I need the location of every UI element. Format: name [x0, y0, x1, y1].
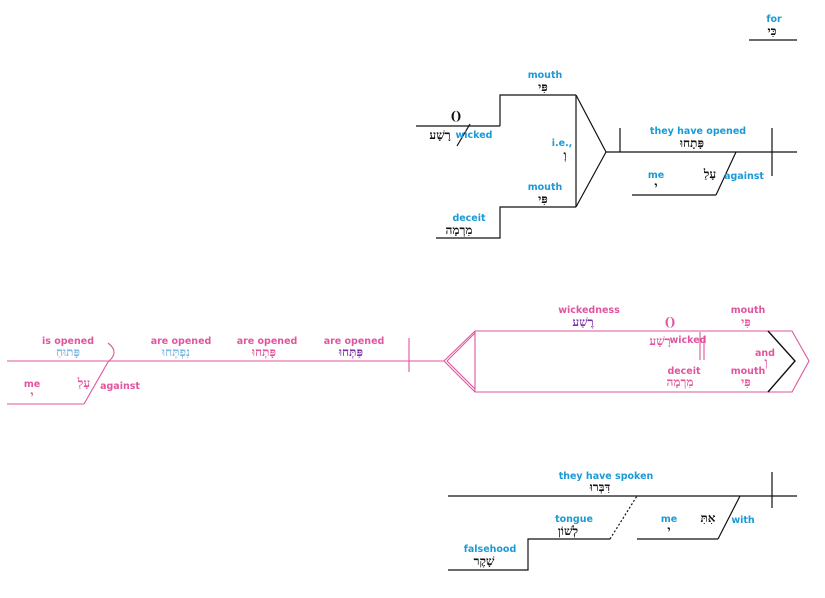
mouth1-gloss-mid: mouth	[731, 305, 766, 316]
subject-frame-outer	[443, 330, 810, 393]
wicked-slant	[456, 123, 471, 147]
mouth1-hebrew: פִּי	[538, 80, 548, 94]
deceit-gloss: deceit	[452, 213, 486, 224]
isopened-gloss: is opened	[42, 336, 94, 347]
ie-hebrew: וְ	[563, 148, 566, 162]
paren-mid: ()	[664, 315, 675, 329]
me-hebrew-mid: י	[30, 388, 33, 402]
wicked-hebrew-mid: רָשָׁע	[649, 334, 671, 348]
areopened3-hebrew: פַּתְּחוּ	[338, 345, 363, 359]
converge-upper	[575, 94, 607, 153]
areopened3-gloss: are opened	[324, 336, 385, 347]
areopened2-hebrew: פָּתְחוּ	[251, 345, 276, 359]
against-gloss-mid: against	[100, 381, 140, 392]
wicked-paren: ()	[450, 109, 461, 123]
top-diagram	[416, 39, 797, 239]
mouth1-hebrew-mid: פִּי	[741, 315, 751, 329]
is-opened-hook	[107, 342, 115, 363]
areopened1-gloss: are opened	[151, 336, 212, 347]
against-hebrew: עָלַ	[703, 167, 717, 181]
with-slant	[717, 495, 741, 540]
mouth2-gloss: mouth	[528, 182, 563, 193]
me-hebrew-bottom: י	[667, 523, 670, 537]
with-gloss: with	[731, 515, 755, 526]
falsehood-hebrew: שָׁקֶר	[474, 554, 495, 568]
converge-lower	[575, 151, 607, 208]
deceit-gloss-mid: deceit	[667, 366, 701, 377]
dotted-connector	[609, 495, 638, 540]
isopened-hebrew: פָּתוּחַ	[56, 345, 80, 359]
with-hebrew: אִתִּ	[700, 511, 715, 525]
mouth2-hebrew-mid: פִּי	[741, 375, 751, 389]
mouth1-gloss: mouth	[528, 70, 563, 81]
middle-text: is opened פָּתוּחַ me י עָלַ against are…	[24, 305, 775, 402]
deceit-hebrew-mid: מִרְמָה	[666, 375, 693, 389]
middle-diagram	[7, 330, 810, 405]
wicked-gloss-mid: wicked	[670, 335, 707, 346]
mouth2-deceit-line	[436, 206, 576, 239]
tongue-falsehood-line	[448, 538, 610, 571]
frame-arrow-upper	[446, 332, 476, 362]
wicked-gloss: wicked	[456, 130, 493, 141]
bottom-diagram	[448, 472, 797, 571]
areopened1-hebrew: נִפְתְּחוּ	[161, 345, 190, 359]
frame-arrow-lower	[446, 360, 476, 390]
top-text: for כִּי mouth פִּי () רָשָׁע wicked i.e…	[429, 14, 782, 237]
against-slant	[715, 151, 737, 196]
for-gloss: for	[766, 14, 782, 25]
tongue-hebrew: לְשׁוֹן	[558, 524, 578, 538]
against-slant-mid	[83, 361, 109, 405]
wicked-hebrew: רָשָׁע	[429, 128, 451, 142]
ie-gloss: i.e.,	[552, 138, 573, 149]
deceit-hebrew: מִרְמָה	[445, 223, 472, 237]
mouth2-hebrew: פִּי	[538, 192, 548, 206]
opened-hebrew: פָּתָחוּ	[679, 136, 704, 150]
me-hebrew: י	[654, 179, 657, 193]
and-gloss-mid: and	[755, 348, 775, 359]
against-gloss: against	[724, 171, 764, 182]
me-gloss-mid: me	[24, 379, 40, 390]
falsehood-gloss: falsehood	[464, 544, 517, 555]
mouth2-gloss-mid: mouth	[731, 366, 766, 377]
mouth1-line	[499, 94, 576, 126]
tongue-gloss: tongue	[555, 514, 593, 525]
me-gloss-bottom: me	[661, 514, 677, 525]
middle-inner-black	[767, 330, 796, 393]
against-hebrew-mid: עָלַ	[77, 376, 91, 390]
spoken-hebrew: דִּבְּרוּ	[589, 480, 611, 494]
me-gloss: me	[648, 170, 664, 181]
bottom-text: they have spoken דִּבְּרוּ tongue לְשׁוֹ…	[464, 471, 755, 568]
and-hebrew-mid: וְ	[764, 355, 767, 369]
for-hebrew: כִּי	[767, 24, 776, 38]
spoken-gloss: they have spoken	[559, 471, 654, 482]
wickedness-hebrew: רֶשַׁע	[572, 315, 594, 329]
areopened2-gloss: are opened	[237, 336, 298, 347]
wickedness-gloss: wickedness	[558, 305, 620, 316]
opened-gloss: they have opened	[650, 126, 746, 137]
and-chevron	[767, 330, 796, 393]
